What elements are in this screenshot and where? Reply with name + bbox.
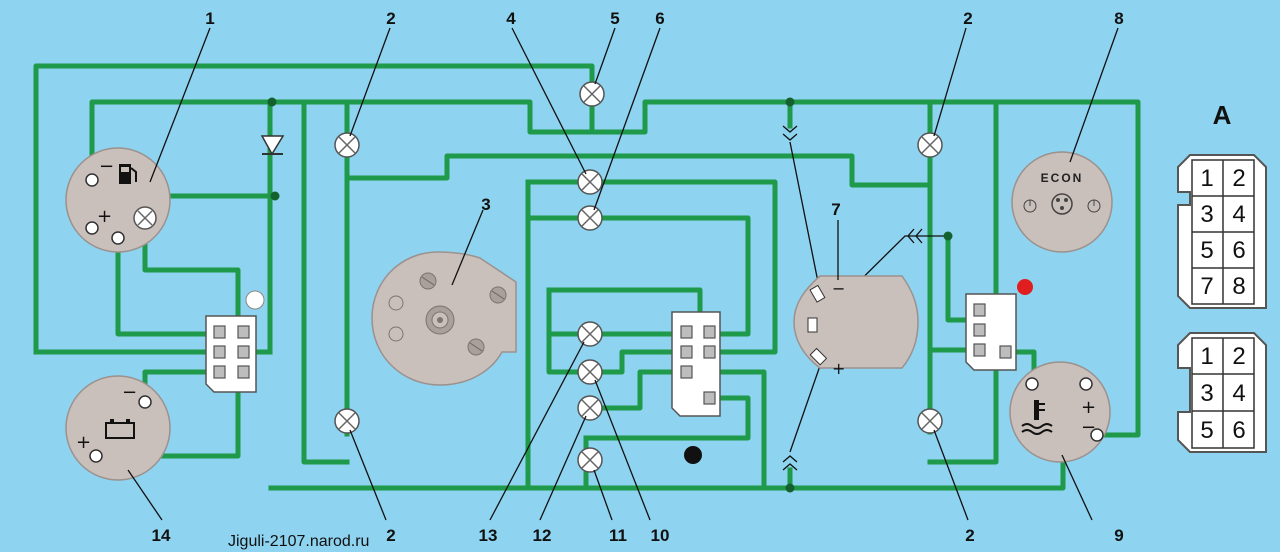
temp-minus-sign: − (1081, 417, 1096, 438)
temp-terminal-plus (1079, 377, 1093, 391)
lamps (133, 81, 943, 473)
lamp-icon (917, 132, 943, 158)
pin-label: 1 (1200, 165, 1213, 192)
lamp-icon (133, 206, 157, 230)
pin-label: 3 (1200, 380, 1213, 407)
pin-label: 1 (1200, 343, 1213, 370)
econometer: ECON (1011, 151, 1113, 253)
white-marker-dot (245, 290, 265, 310)
red-indicator-dot (1017, 279, 1033, 295)
diode-icon (260, 135, 285, 156)
lamp-icon (334, 408, 360, 434)
temp-terminal-minus (1090, 428, 1104, 442)
connector-8pin: 1 2 3 4 5 6 7 8 (1177, 154, 1267, 309)
pin-label: 3 (1200, 201, 1213, 228)
plug-connector-top (782, 125, 798, 141)
battery-minus-sign: − (122, 382, 137, 403)
pin-label: 2 (1232, 165, 1245, 192)
coolant-temp-gauge: + − (1009, 361, 1111, 463)
callout-11: 11 (609, 526, 627, 545)
pin-label: 6 (1232, 237, 1245, 264)
callout-4: 4 (506, 9, 516, 28)
fuel-terminal-minus (85, 173, 99, 187)
fuel-gauge: − + (65, 147, 171, 253)
callout-3: 3 (481, 195, 490, 214)
pin-label: 5 (1200, 237, 1213, 264)
lamp-icon (577, 447, 603, 473)
leader-lines (127, 27, 1119, 521)
callout-numbers: 1 2 3 4 5 6 7 2 8 14 2 13 12 11 10 2 9 (152, 9, 1124, 545)
pin-label: 2 (1232, 343, 1245, 370)
junction-dots (267, 97, 953, 493)
fuel-pump-icon (119, 164, 137, 184)
plug-connector-right (907, 228, 923, 244)
connector-block-center (671, 311, 721, 417)
callout-2: 2 (963, 9, 972, 28)
lamp-icon (577, 395, 603, 421)
callout-1: 1 (205, 9, 214, 28)
callout-14: 14 (152, 526, 171, 545)
callout-10: 10 (651, 526, 670, 545)
connector-block-left (205, 315, 257, 393)
pin-label: 4 (1232, 380, 1245, 407)
pin-label: 8 (1232, 273, 1245, 300)
callout-2: 2 (386, 526, 395, 545)
callout-7: 7 (831, 200, 840, 219)
tacho-plus-sign: + (832, 359, 845, 378)
callout-9: 9 (1114, 526, 1123, 545)
lamp-icon (577, 169, 603, 195)
temp-plus-sign: + (1081, 397, 1096, 418)
wires (33, 63, 1141, 491)
fuel-minus-sign: − (99, 156, 114, 177)
battery-terminal-plus (89, 449, 103, 463)
fuel-terminal-signal (111, 231, 125, 245)
tacho-minus-sign: − (832, 279, 845, 298)
econ-label: ECON (1041, 171, 1084, 185)
battery-icon (105, 419, 135, 439)
tachometer: − + (793, 275, 919, 378)
black-marker-dot (684, 446, 702, 464)
fuel-plus-sign: + (97, 206, 112, 227)
connector-block-right (965, 293, 1017, 371)
callout-2: 2 (386, 9, 395, 28)
callout-5: 5 (610, 9, 619, 28)
pin-label: 6 (1232, 417, 1245, 444)
battery-plus-sign: + (76, 432, 91, 453)
plug-connector-bottom (782, 455, 798, 471)
callout-2: 2 (965, 526, 974, 545)
lamp-icon (577, 321, 603, 347)
pin-label: 4 (1232, 201, 1245, 228)
callout-6: 6 (655, 9, 664, 28)
lamp-icon (577, 359, 603, 385)
callout-8: 8 (1114, 9, 1123, 28)
temp-terminal-signal (1025, 377, 1039, 391)
view-a-label: A (1213, 100, 1232, 130)
watermark: Jiguli-2107.narod.ru (228, 533, 369, 550)
lamp-icon (579, 81, 605, 107)
lamp-icon (334, 132, 360, 158)
callout-12: 12 (533, 526, 552, 545)
battery-gauge: − + (65, 375, 171, 481)
coolant-temp-icon (1021, 400, 1053, 435)
callout-13: 13 (479, 526, 498, 545)
connector-6pin: 1 2 3 4 5 6 (1177, 332, 1267, 453)
pin-label: 7 (1200, 273, 1213, 300)
speedometer (371, 251, 517, 386)
pin-label: 5 (1200, 417, 1213, 444)
lamp-icon (577, 205, 603, 231)
lamp-icon (917, 408, 943, 434)
fuel-terminal-plus (85, 221, 99, 235)
battery-terminal-minus (138, 395, 152, 409)
